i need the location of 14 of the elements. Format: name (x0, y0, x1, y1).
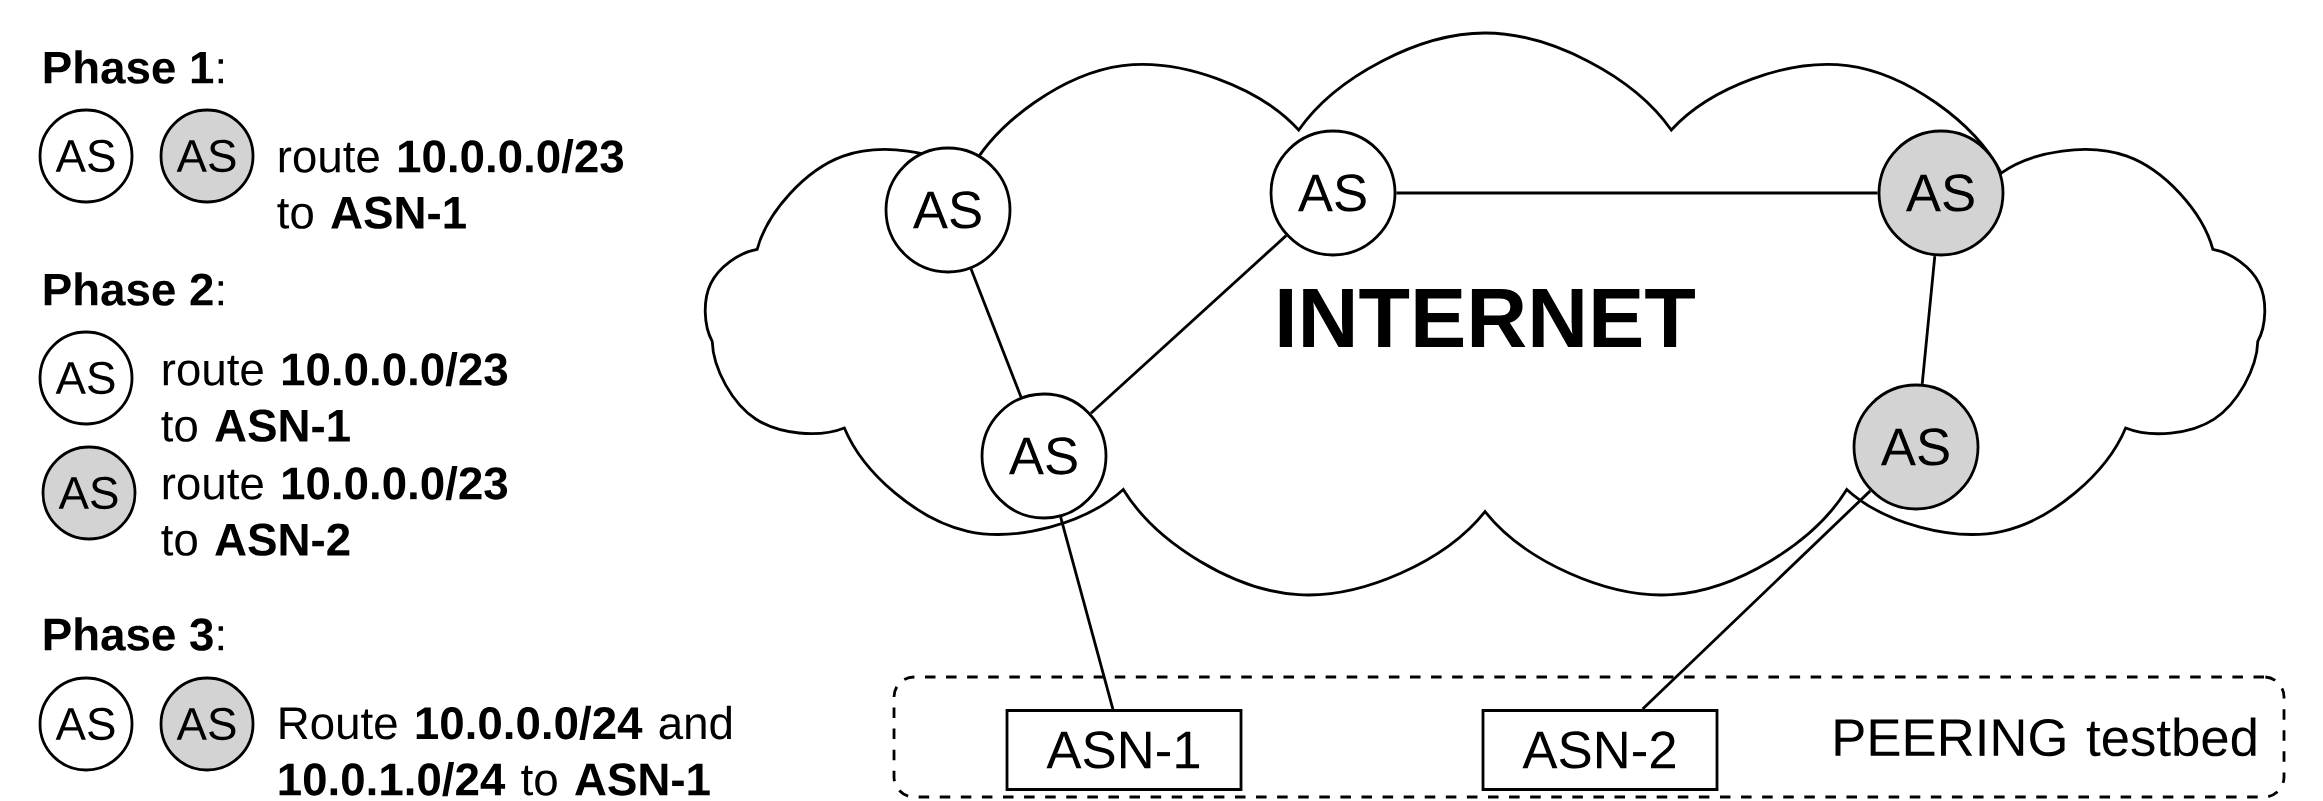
phase-heading: Phase 1: (44, 50, 223, 84)
phase-note: Route 10.0.0.0/24 and 10.0.1.0/24 to ASN-1 (279, 705, 732, 797)
phase-heading: Phase 2: (44, 272, 223, 306)
phase-note: route 10.0.0.0/23 to ASN-1 (277, 139, 624, 229)
asn-box: ASN-2 (1481, 709, 1719, 791)
phase-heading: Phase 3: (44, 617, 223, 651)
link-line (1920, 255, 1937, 385)
link-line (1396, 191, 1878, 195)
phase-note: route 10.0.0.0/23 to ASN-2 (161, 466, 508, 556)
link-line (1641, 489, 1872, 711)
link-line (1089, 234, 1288, 415)
link-line (1059, 516, 1115, 710)
link-line (969, 268, 1023, 398)
asn-box: ASN-1 (1005, 709, 1243, 791)
